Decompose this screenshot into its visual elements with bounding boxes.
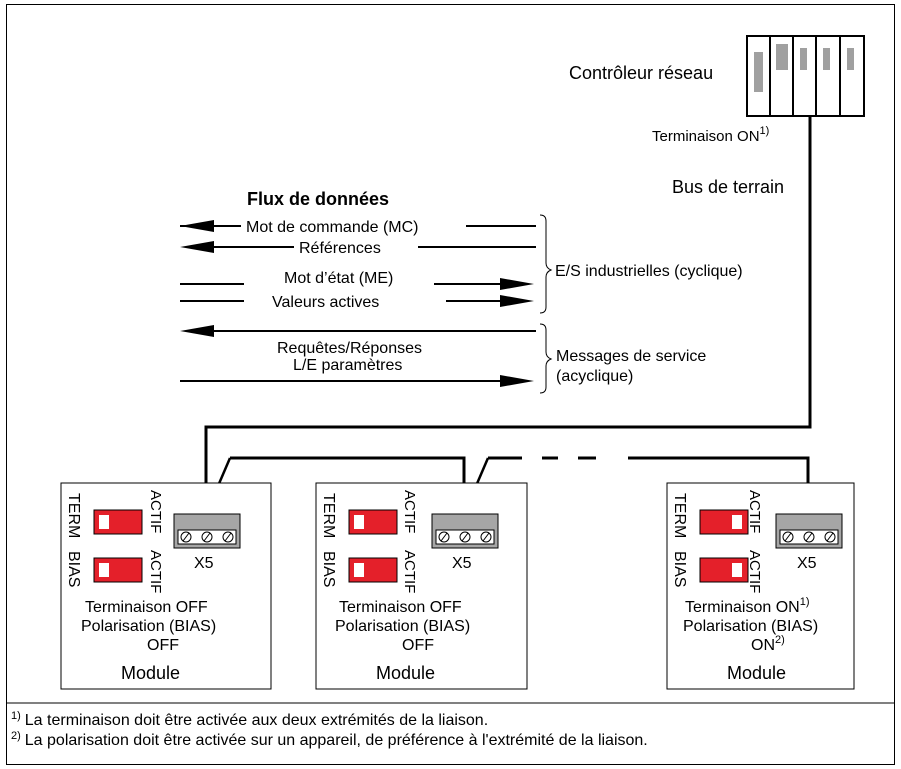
control-word-arrowhead: [180, 220, 214, 232]
module-name: Module: [121, 663, 180, 683]
x5-connector: [775, 513, 843, 549]
connector-label: X5: [194, 555, 214, 572]
term-switch-label: TERM: [65, 493, 82, 538]
controller-label: Contrôleur réseau: [569, 63, 713, 83]
term-active-label: ACTIF: [746, 490, 763, 533]
controller-slot-led: [776, 44, 788, 70]
module-status-line3: ON2): [751, 634, 785, 654]
term-switch-label: TERM: [671, 493, 688, 538]
module-1: TERM BIAS ACTIF ACTIF X5 Terminaison OFF…: [60, 482, 272, 690]
actual-values-arrowhead: [500, 295, 534, 307]
bias-switch: [348, 557, 398, 583]
term-switch: [699, 509, 749, 535]
x5-connector: [173, 513, 241, 549]
service-brace: [539, 323, 553, 394]
control-word-label: Mot de commande (MC): [246, 219, 419, 236]
term-active-label: ACTIF: [147, 490, 164, 533]
module-status-line2: Polarisation (BIAS): [81, 618, 216, 635]
bus-label: Bus de terrain: [672, 177, 784, 197]
module-status-line2: Polarisation (BIAS): [335, 618, 470, 635]
service-group-label-2: (acyclique): [556, 368, 633, 385]
network-controller: [746, 35, 865, 117]
module-status-line1: Terminaison ON1): [685, 596, 809, 616]
controller-slot-led: [754, 52, 763, 92]
parameters-label: L/E paramètres: [293, 357, 402, 374]
bias-active-label: ACTIF: [401, 550, 418, 593]
module-name: Module: [727, 663, 786, 683]
controller-slot-led: [800, 48, 807, 70]
actual-values-label: Valeurs actives: [272, 294, 379, 311]
module-status-line2: Polarisation (BIAS): [683, 618, 818, 635]
module-status-line1: Terminaison OFF: [339, 599, 462, 616]
term-switch-label: TERM: [320, 493, 337, 538]
bias-switch-label: BIAS: [320, 551, 337, 587]
parameters-arrowhead: [500, 375, 534, 387]
io-brace: [539, 214, 553, 314]
module-status-line3: OFF: [147, 637, 179, 654]
references-label: Références: [299, 240, 381, 257]
controller-termination: Terminaison ON1): [652, 125, 769, 145]
requests-arrowhead: [180, 325, 214, 337]
bias-switch: [699, 557, 749, 583]
dataflow-title: Flux de données: [247, 189, 389, 209]
bias-switch: [93, 557, 143, 583]
term-switch: [348, 509, 398, 535]
references-arrowhead: [180, 241, 214, 253]
connector-label: X5: [452, 555, 472, 572]
module-status-line3: OFF: [402, 637, 434, 654]
diagram-frame: [6, 4, 895, 765]
controller-slot-led: [847, 48, 854, 70]
module-3: TERM BIAS ACTIF ACTIF X5 Terminaison ON1…: [666, 482, 855, 690]
bias-switch-label: BIAS: [65, 551, 82, 587]
requests-label: Requêtes/Réponses: [277, 340, 422, 357]
io-group-label: E/S industrielles (cyclique): [555, 263, 743, 280]
status-word-arrowhead: [500, 278, 534, 290]
x5-connector: [431, 513, 499, 549]
module-name: Module: [376, 663, 435, 683]
footnote-1: 1)La terminaison doit être activée aux d…: [11, 710, 488, 729]
footnote-2: 2)La polarisation doit être activée sur …: [11, 730, 648, 749]
bias-switch-label: BIAS: [671, 551, 688, 587]
bias-active-label: ACTIF: [147, 550, 164, 593]
module-status-line1: Terminaison OFF: [85, 599, 208, 616]
bias-active-label: ACTIF: [746, 550, 763, 593]
connector-label: X5: [797, 555, 817, 572]
status-word-label: Mot d’état (ME): [284, 270, 393, 287]
term-active-label: ACTIF: [401, 490, 418, 533]
controller-slot-led: [823, 48, 830, 70]
module-2: TERM BIAS ACTIF ACTIF X5 Terminaison OFF…: [315, 482, 528, 690]
term-switch: [93, 509, 143, 535]
service-group-label-1: Messages de service: [556, 348, 706, 365]
fieldbus-cable-a: [204, 116, 812, 514]
